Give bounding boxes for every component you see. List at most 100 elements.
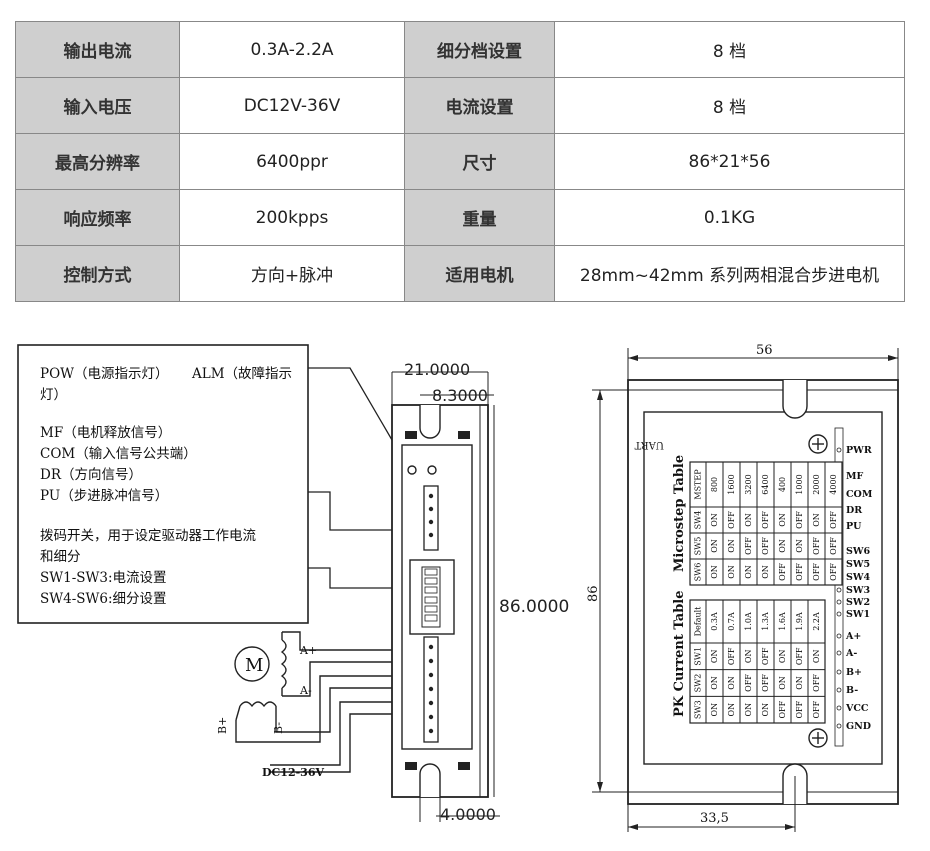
terminal-label: SW2 [846, 597, 870, 608]
terminal-pin [836, 650, 842, 656]
legend-line-dr: DR（方向信号） [40, 467, 142, 483]
table-cell: 800 [710, 477, 719, 492]
table-cell: 1600 [727, 474, 736, 494]
terminal-pin [836, 599, 842, 605]
terminal-label: PU [846, 521, 862, 532]
table-cell: OFF [812, 700, 821, 718]
microstep-title: Microstep Table [672, 455, 687, 572]
table-cell: OFF [778, 563, 787, 581]
table-cell: OFF [744, 674, 753, 692]
table-cell: ON [727, 703, 736, 717]
terminal-pin [836, 587, 842, 593]
table-header-cell: Default [694, 606, 703, 637]
table-cell: OFF [761, 511, 770, 529]
spec-key: 控制方式 [15, 245, 180, 302]
table-cell: ON [812, 513, 821, 527]
table-cell: ON [795, 676, 804, 690]
terminal-pin [836, 669, 842, 675]
table-cell: OFF [727, 511, 736, 529]
legend-line-sw46: SW4-SW6:细分设置 [40, 591, 167, 607]
table-cell: ON [727, 565, 736, 579]
table-cell: ON [761, 565, 770, 579]
side-height-dim: 86.0000 [499, 597, 569, 617]
table-cell: ON [812, 650, 821, 664]
motor-wiring [234, 631, 392, 773]
terminal-label: VCC [845, 703, 869, 714]
terminal-pin [836, 633, 842, 639]
table-cell: 1.0A [744, 612, 753, 631]
table-cell: OFF [812, 563, 821, 581]
terminal-label: DR [846, 505, 862, 516]
table-cell: ON [710, 539, 719, 553]
table-cell: OFF [795, 511, 804, 529]
terminal-pin [836, 723, 842, 729]
current-title: PK Current Table [672, 590, 687, 717]
legend-panel: POW（电源指示灯） ALM（故障指示 灯） MF（电机释放信号） COM（输入… [17, 344, 309, 624]
table-cell: ON [710, 565, 719, 579]
table-cell: OFF [829, 563, 838, 581]
legend-line-pu: PU（步进脉冲信号） [40, 488, 168, 504]
spec-value: 0.1KG [554, 189, 905, 246]
table-cell: 0.7A [727, 612, 736, 631]
terminal-label: COM [846, 489, 873, 500]
table-header-cell: SW1 [694, 647, 703, 666]
table-cell: ON [744, 650, 753, 664]
terminal-label: A- [845, 648, 857, 659]
spec-key: 输入电压 [15, 77, 180, 134]
spec-value: 8 档 [554, 77, 905, 134]
terminal-label: SW6 [846, 546, 871, 557]
table-cell: ON [795, 539, 804, 553]
side-view: 21.0000 8.3000 [391, 360, 569, 824]
legend-line-com: COM（输入信号公共端） [40, 446, 197, 462]
b-minus-label: B- [272, 722, 285, 734]
table-header-cell: MSTEP [694, 469, 703, 500]
table-cell: ON [778, 513, 787, 527]
legend-line-alm: ALM（故障指示 [191, 366, 292, 382]
terminal-label: SW5 [846, 559, 870, 570]
table-cell: 3200 [744, 474, 753, 494]
table-cell: 400 [778, 477, 787, 492]
table-cell: ON [744, 565, 753, 579]
table-cell: OFF [829, 537, 838, 555]
legend-line-mf: MF（电机释放信号） [40, 425, 171, 441]
table-cell: 2.2A [812, 612, 821, 631]
table-cell: OFF [795, 563, 804, 581]
spec-value: 0.3A-2.2A [179, 21, 405, 78]
b-plus-label: B+ [216, 717, 229, 734]
spec-value: 8 档 [554, 21, 905, 78]
table-header-cell: SW3 [694, 700, 703, 719]
legend-line-dip: 拨码开关，用于设定驱动器工作电流 [40, 528, 256, 544]
table-cell: ON [710, 513, 719, 527]
front-width-dim: 56 [756, 343, 773, 358]
motor-symbol: M [245, 655, 263, 676]
table-cell: OFF [812, 537, 821, 555]
table-cell: ON [778, 676, 787, 690]
table-cell: ON [710, 703, 719, 717]
table-cell: ON [744, 513, 753, 527]
terminal-pin [836, 687, 842, 693]
a-plus-label: A+ [299, 644, 317, 657]
spec-key: 输出电流 [15, 21, 180, 78]
spec-key: 细分档设置 [404, 21, 555, 78]
terminal-label: MF [846, 471, 864, 482]
spec-key: 重量 [404, 189, 555, 246]
table-cell: 1.3A [761, 612, 770, 631]
terminal-label: B- [846, 685, 858, 696]
side-width-dim: 21.0000 [404, 360, 470, 379]
table-cell: OFF [761, 537, 770, 555]
table-cell: ON [727, 539, 736, 553]
table-header-cell: SW6 [694, 563, 703, 582]
legend-line-dip-cont: 和细分 [40, 549, 81, 565]
legend-line-sw13: SW1-SW3:电流设置 [40, 570, 167, 586]
current-table: DefaultSW1SW2SW30.3AONONON0.7AOFFONON1.0… [689, 599, 826, 724]
terminal-pin [836, 447, 842, 453]
side-slot-dim: 4.0000 [440, 805, 496, 824]
table-cell: OFF [761, 647, 770, 665]
spec-key: 响应频率 [15, 189, 180, 246]
table-cell: ON [761, 703, 770, 717]
table-cell: ON [778, 650, 787, 664]
